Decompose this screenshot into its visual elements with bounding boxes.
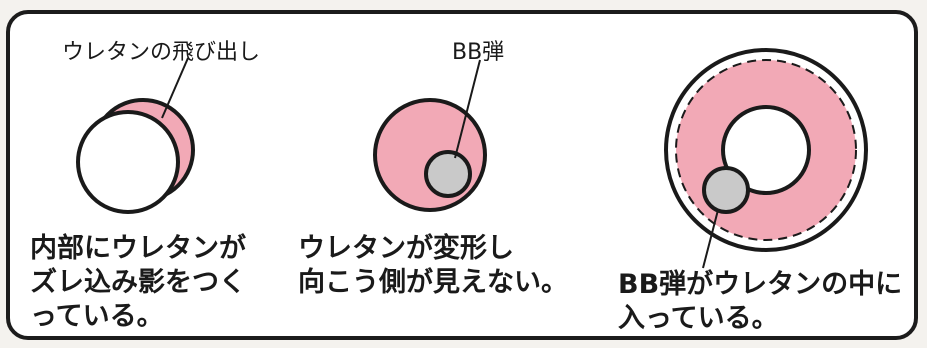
caption-panel-2: ウレタンが変形し向こう側が見えない。 [298, 232, 568, 300]
leader-line-1 [161, 57, 189, 119]
diagram-deformed-urethane [373, 59, 487, 212]
bb-pellet-2 [424, 150, 472, 198]
caption-panel-1: 内部にウレタンがズレ込み影をつくっている。 [30, 232, 246, 334]
caption-line: っている。 [30, 301, 164, 332]
leader-line-2 [454, 59, 481, 159]
bb-pellet-3 [702, 166, 750, 214]
shifted-urethane-circle [76, 110, 180, 214]
caption-line: ズレ込み影をつく [30, 267, 246, 298]
caption-line: ウレタンが変形し [298, 233, 514, 264]
leader-line-3 [702, 209, 719, 269]
caption-line: BB弾がウレタンの中に [618, 269, 903, 300]
diagram-urethane-protrusion [76, 57, 195, 214]
inner-hole-3 [721, 105, 811, 195]
urethane-disc-2 [373, 98, 487, 212]
label-bb: BB弾 [452, 40, 505, 65]
caption-line: 向こう側が見えない。 [298, 267, 568, 298]
caption-line: 内部にウレタンが [30, 233, 246, 264]
caption-panel-3: BB弾がウレタンの中に入っている。 [618, 268, 902, 336]
diagram-bb-inside [664, 48, 868, 269]
label-urethane-protrusion: ウレタンの飛び出し [62, 40, 261, 65]
caption-line: 入っている。 [618, 303, 779, 334]
